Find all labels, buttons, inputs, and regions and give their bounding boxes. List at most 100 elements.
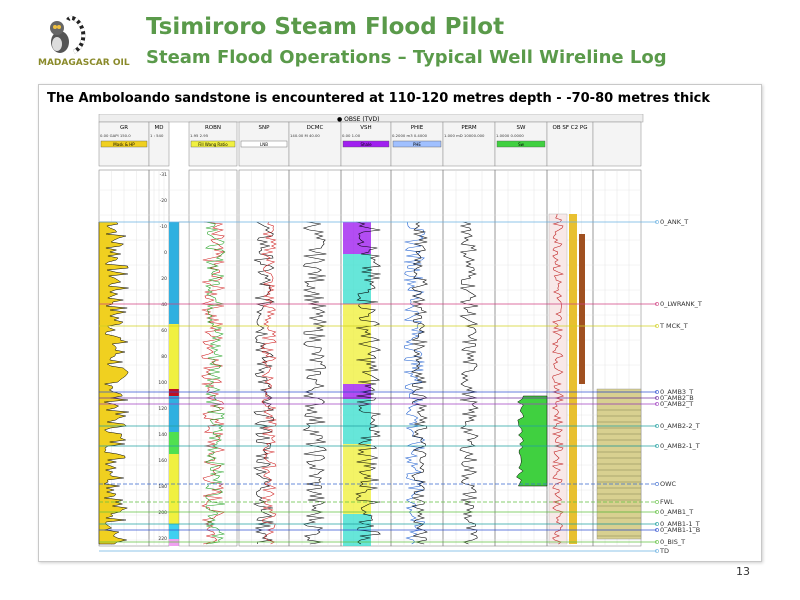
marker-dot [655, 302, 659, 306]
gr-curve-fill [98, 221, 129, 545]
vsh-fill-band [343, 222, 371, 254]
marker-label: 0_AMB1-1_B [660, 526, 700, 534]
track-key-label-8: Sw [518, 142, 525, 147]
depth-label: 200 [158, 510, 167, 516]
track-header-4 [288, 121, 342, 167]
dcmc-curve [302, 221, 327, 545]
track-key-label-3: LNB [260, 142, 268, 147]
marker-label: 0_BIS_T [660, 538, 685, 546]
track-name-5: VSH [360, 125, 371, 131]
company-logo: MADAGASCAR OIL [38, 12, 138, 70]
page-number: 13 [736, 565, 750, 578]
marker-dot [655, 510, 659, 514]
track-key-label-5: Shale [360, 142, 372, 147]
depth-label: 20 [161, 276, 167, 282]
track-header-10 [592, 121, 642, 167]
track-name-3: SNP [259, 125, 271, 131]
lnb-curve [260, 221, 277, 545]
track-key-label-2: Fill Wang Ratio [198, 142, 228, 147]
lemur-logo-icon [50, 15, 86, 54]
track-name-6: PHIE [411, 125, 424, 131]
track-name-9: OB SF C2 PG [553, 125, 588, 131]
sw-fill [516, 395, 548, 487]
marker-label: 0_AMB2-2_T [660, 422, 700, 430]
marker-dot [655, 549, 659, 553]
depth-label: 160 [158, 458, 167, 464]
logo-text: MADAGASCAR OIL [38, 58, 130, 68]
track-header-9 [546, 121, 594, 167]
marker-label: 0_AMB2_T [660, 400, 693, 408]
core-brown-band [579, 234, 585, 384]
marker-label: 0_AMB2_B [660, 394, 694, 402]
well-name-label: ● OBSE (TVD) [337, 116, 379, 123]
panel-caption: The Amboloando sandstone is encountered … [47, 91, 711, 106]
vsh-fill-band [343, 384, 371, 399]
vsh-fill-band [343, 304, 371, 384]
marker-dot [655, 540, 659, 544]
track-scale-0: 0.00 GAPI 150.0 [100, 133, 131, 138]
lithology-band [169, 389, 179, 396]
depth-label: 220 [158, 536, 167, 542]
snp-curve [253, 221, 275, 545]
lithology-band [169, 524, 179, 539]
track-name-0: GR [120, 125, 128, 131]
lithology-band [169, 396, 179, 432]
marker-dot [655, 424, 659, 428]
marker-dot [655, 522, 659, 526]
marker-label: 0_LWRANK_T [660, 300, 702, 308]
track-key-swatch-3 [240, 140, 288, 148]
lithology-band [169, 454, 179, 524]
track-scale-5: 0.00 1.00 [342, 133, 361, 138]
depth-label: 140 [158, 432, 167, 438]
core-yellow-band [569, 214, 577, 544]
track-name-1: MD [155, 125, 164, 131]
marker-dot [655, 482, 659, 486]
page-subtitle: Steam Flood Operations – Typical Well Wi… [146, 47, 667, 68]
depth-label: 100 [158, 380, 167, 386]
depth-label: 120 [158, 406, 167, 412]
track-header-1 [148, 121, 170, 167]
depth-label: -10 [160, 224, 167, 230]
marker-label: T MCK_T [659, 322, 688, 330]
track-name-2: ROBN [205, 125, 221, 131]
depth-label: 60 [161, 328, 167, 334]
depth-label: 0 [164, 250, 167, 256]
marker-dot [655, 402, 659, 406]
marker-label: 0_AMB2-1_T [660, 442, 700, 450]
marker-label: 0_AMB1_T [660, 508, 693, 516]
track-key-swatch-6 [392, 140, 442, 148]
track-scale-4: 140.00 M 40.00 [290, 133, 320, 138]
marker-dot [655, 324, 659, 328]
depth-label: -31 [160, 172, 167, 178]
depth-label: 40 [161, 302, 167, 308]
track-scale-7: 1.000 mD 10000.000 [444, 133, 485, 138]
marker-label: OWC [660, 480, 677, 488]
marker-dot [655, 390, 659, 394]
track-key-label-0: Mask & HP [113, 142, 135, 147]
track-key-label-6: PHE [413, 142, 421, 147]
track-name-4: DCMC [307, 125, 324, 131]
marker-dot [655, 500, 659, 504]
zone-column [178, 221, 190, 547]
track-header-7 [442, 121, 496, 167]
track-name-8: SW [517, 125, 526, 131]
track-name-7: PERM [461, 125, 477, 131]
lithology-band [169, 539, 179, 546]
robn-curve [201, 221, 226, 545]
nphi-curve [204, 221, 226, 545]
depth-label: 180 [158, 484, 167, 490]
depth-label: -20 [160, 198, 167, 204]
track-key-swatch-5 [342, 140, 390, 148]
content-panel: The Amboloando sandstone is encountered … [38, 84, 762, 562]
lithology-band [169, 222, 179, 324]
marker-dot [655, 220, 659, 224]
track-key-swatch-2 [190, 140, 236, 148]
track-scale-1: 1 : 540 [150, 133, 164, 138]
vsh-fill-band [343, 444, 371, 514]
marker-label: 0_AMB1-1_T [660, 520, 700, 528]
core-column [548, 213, 568, 545]
marker-label: 0_AMB3_T [660, 388, 693, 396]
marker-dot [655, 396, 659, 400]
